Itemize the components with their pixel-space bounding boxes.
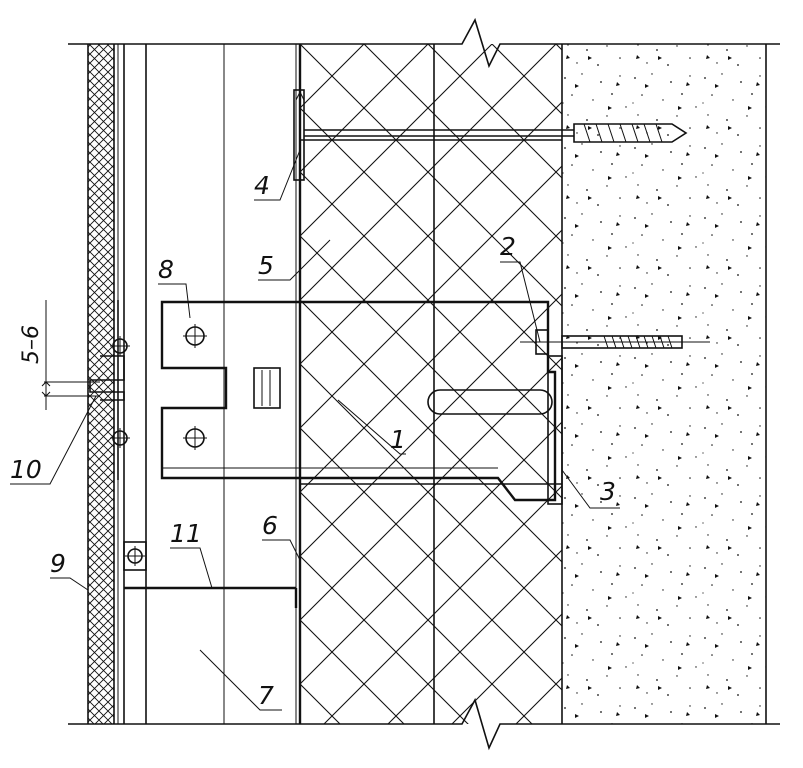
section-borders — [68, 17, 780, 751]
rivet-upper — [183, 324, 207, 348]
concrete-wall — [561, 44, 767, 724]
callout-fire-cutoff: 11 — [170, 519, 202, 548]
cladding-panel — [87, 44, 119, 724]
callout-clip: 10 — [10, 455, 42, 484]
bracket — [160, 300, 563, 505]
callout-pad: 3 — [600, 477, 616, 506]
anchor-bolt — [520, 329, 710, 355]
windproof-membrane — [295, 44, 305, 724]
insulation-layer — [299, 44, 562, 724]
rivet-lower — [183, 426, 207, 450]
insulation-dowel — [293, 89, 688, 181]
gap-dimension — [41, 300, 100, 410]
fire-cutoff — [123, 541, 298, 608]
callout-insulation: 5 — [258, 251, 274, 280]
callout-bracket: 1 — [390, 425, 406, 454]
subframe-profiles — [123, 44, 297, 724]
callout-membrane: 6 — [262, 511, 278, 540]
callout-rivet: 8 — [158, 255, 174, 284]
callout-bolt: 2 — [500, 232, 516, 261]
cladding-clip — [89, 300, 130, 480]
callout-air-gap: 7 — [258, 681, 274, 710]
callout-cladding: 9 — [50, 549, 66, 578]
leader-lines — [10, 149, 620, 711]
gap-dimension-label: 5–6 — [19, 325, 44, 364]
callout-dowel: 4 — [254, 171, 270, 200]
